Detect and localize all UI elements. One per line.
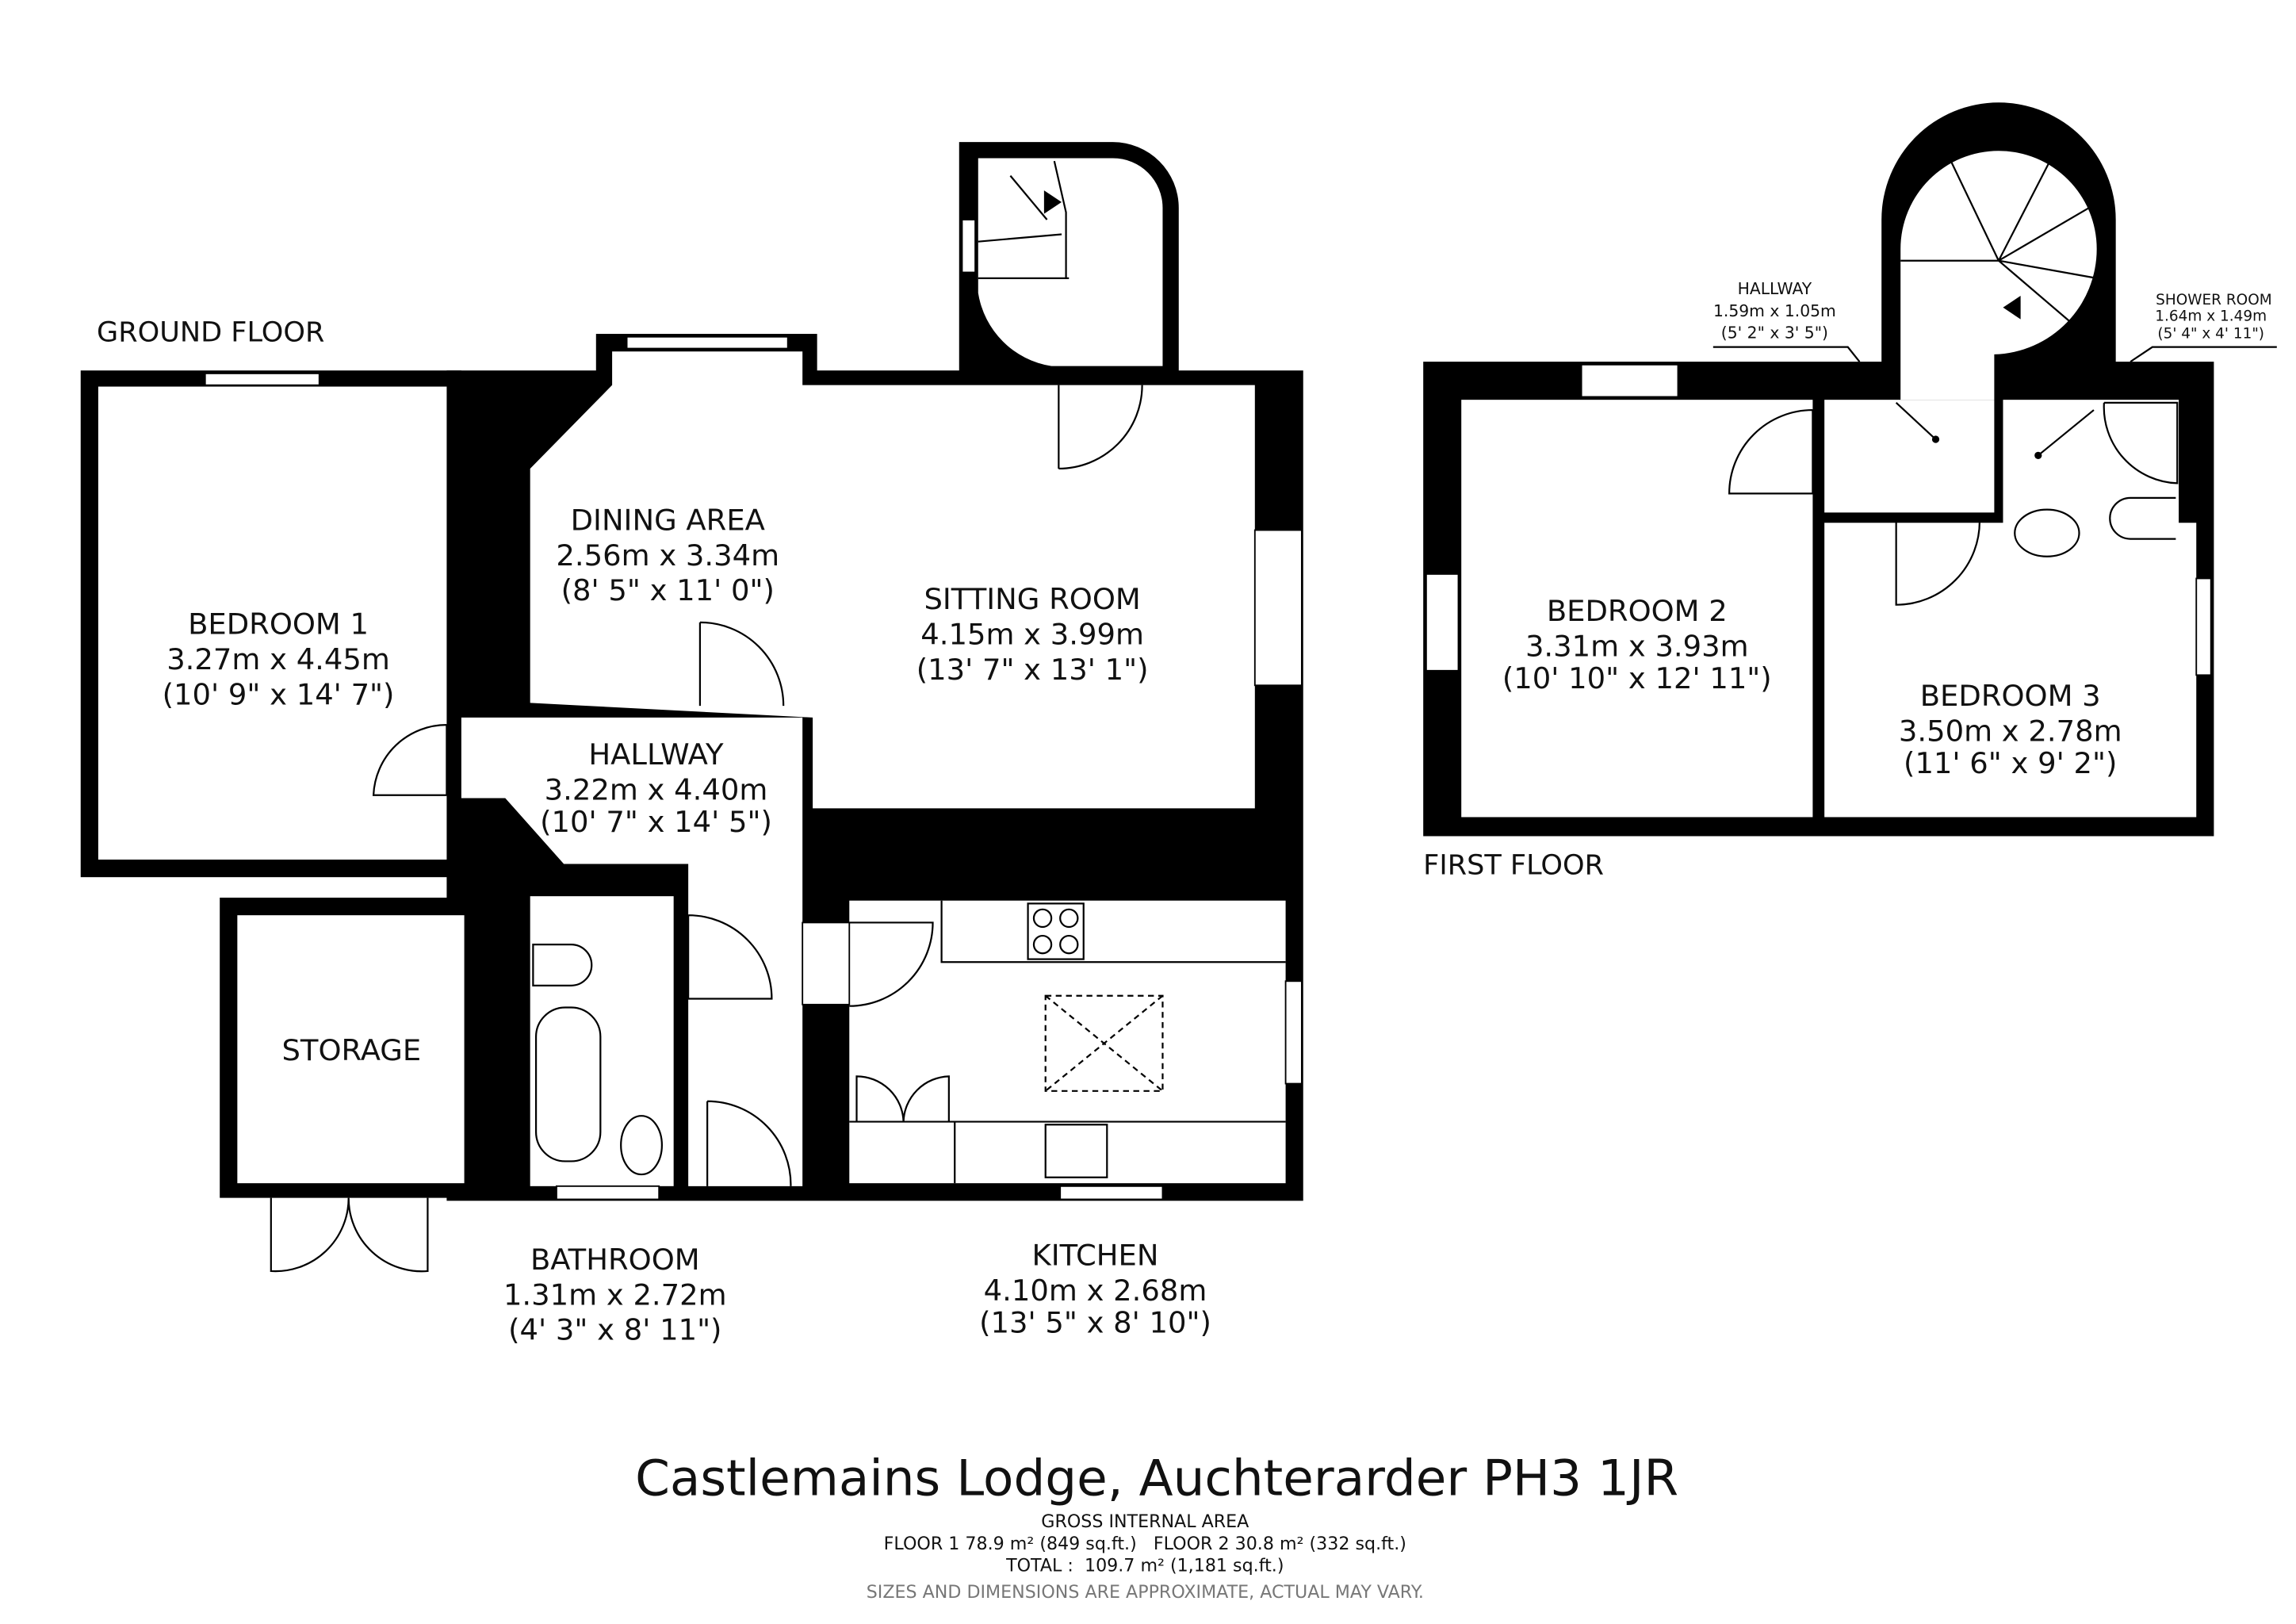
sitting-metric: 4.15m x 3.99m [920,618,1144,652]
disclaimer: SIZES AND DIMENSIONS ARE APPROXIMATE, AC… [867,1582,1424,1603]
shower-imperial: (5' 4" x 4' 11") [2157,326,2264,343]
first-floor-plan: HALLWAY 1.59m x 1.05m (5' 2" x 3' 5") SH… [1423,102,2277,881]
door-dining [698,621,785,707]
dining-imperial: (8' 5" x 11' 0") [561,573,775,607]
bathroom-metric: 1.31m x 2.72m [503,1277,727,1312]
shower-name: SHOWER ROOM [2156,292,2272,308]
bedroom1-metric: 3.27m x 4.45m [166,642,390,676]
window [626,335,789,350]
shower-tray-icon [2103,401,2179,485]
door-bedroom1 [372,724,448,796]
hallway-room [1824,400,1995,513]
stair-tower-room [1900,151,2097,400]
bedroom2-metric: 3.31m x 3.93m [1525,629,1749,663]
door-bathroom [687,914,773,1000]
ground-floor-plan: GROUND FLOOR [80,142,1303,1347]
bedroom2-name: BEDROOM 2 [1547,594,1728,628]
bedroom3-imperial: (11' 6" x 9' 2") [1904,746,2117,780]
window [1425,573,1460,672]
door-stair [1058,385,1143,470]
basin-icon [2014,508,2080,557]
bedroom3-name: BEDROOM 3 [1920,679,2101,713]
stair-arrow-icon [1043,190,1062,214]
bedroom1-imperial: (10' 9" x 14' 7") [163,677,395,711]
sitting-name: SITTING ROOM [924,582,1140,616]
hallway-metric: 3.22m x 4.40m [545,772,768,806]
total-area: TOTAL : 109.7 m² (1,181 sq.ft.) [1005,1556,1284,1576]
stair-arrow-icon [2003,296,2021,320]
door-bedroom3 [1895,519,1981,606]
door-front [706,1100,792,1186]
bathroom-imperial: (4' 3" x 8' 11") [508,1313,721,1347]
shower-room [2003,400,2179,561]
bedroom3-metric: 3.50m x 2.78m [1899,714,2122,748]
door-bedroom2 [1728,408,1814,495]
skylight-icon [1044,994,1164,1092]
bath-icon [534,1006,602,1162]
kitchen-worktops [849,900,1286,1184]
floor-areas: FLOOR 1 78.9 m² (849 sq.ft.) FLOOR 2 30.… [884,1534,1406,1554]
fhallway-name: HALLWAY [1738,279,1812,298]
spiral-stairs [978,160,1070,279]
fhallway-metric: 1.59m x 1.05m [1713,301,1836,320]
door-kitchen [849,921,934,1007]
kitchen-room [849,900,1286,1184]
stair-tower-room [978,158,1163,366]
sitting-imperial: (13' 7" x 13' 1") [916,653,1149,687]
storage-room [237,915,465,1184]
window [1580,363,1679,398]
fhallway-imperial: (5' 2" x 3' 5") [1721,324,1828,343]
window [204,372,320,386]
toilet-icon [2109,496,2176,540]
cupboard-doors [855,1075,950,1122]
gia-heading: GROSS INTERNAL AREA [1041,1511,1249,1532]
window [1059,1185,1164,1201]
bedroom2-room [1461,400,1813,818]
dining-name: DINING AREA [571,504,765,538]
footer: Castlemains Lodge, Auchterarder PH3 1JR … [635,1449,1678,1602]
hallway-imperial: (10' 7" x 14' 5") [540,805,772,839]
bathroom-room [530,896,674,1186]
window [961,219,977,274]
hallway-room [461,717,803,1186]
hallway-leader [1712,346,1937,440]
bedroom2-imperial: (10' 10" x 12' 11") [1502,661,1772,695]
storage-name: STORAGE [282,1033,422,1067]
dining-sitting-room [530,351,1255,809]
window [2195,577,2212,676]
property-title: Castlemains Lodge, Auchterarder PH3 1JR [635,1449,1678,1507]
basin-icon [620,1115,664,1176]
bedroom1-name: BEDROOM 1 [188,607,369,642]
hob-icon [1027,902,1085,960]
kitchen-metric: 4.10m x 2.68m [984,1274,1207,1308]
hallway-name: HALLWAY [588,737,724,772]
kitchen-imperial: (13' 5" x 8' 10") [979,1306,1211,1340]
kitchen-name: KITCHEN [1032,1239,1159,1273]
bedroom1-room [98,386,447,860]
bathroom-name: BATHROOM [530,1243,700,1277]
door-storage [270,1197,429,1273]
shower-metric: 1.64m x 1.49m [2155,308,2267,324]
toilet-icon [532,944,593,986]
sink-icon [1044,1124,1108,1178]
window [1253,529,1303,687]
shower-leader [2038,346,2277,457]
first-floor-label: FIRST FLOOR [1423,848,1604,881]
spiral-stairs [1900,153,2097,331]
window [556,1185,660,1201]
dining-metric: 2.56m x 3.34m [556,538,779,573]
ground-floor-label: GROUND FLOOR [97,316,324,348]
window [1284,980,1303,1085]
bedroom3-room [1824,523,2197,818]
doorway [802,921,851,1005]
